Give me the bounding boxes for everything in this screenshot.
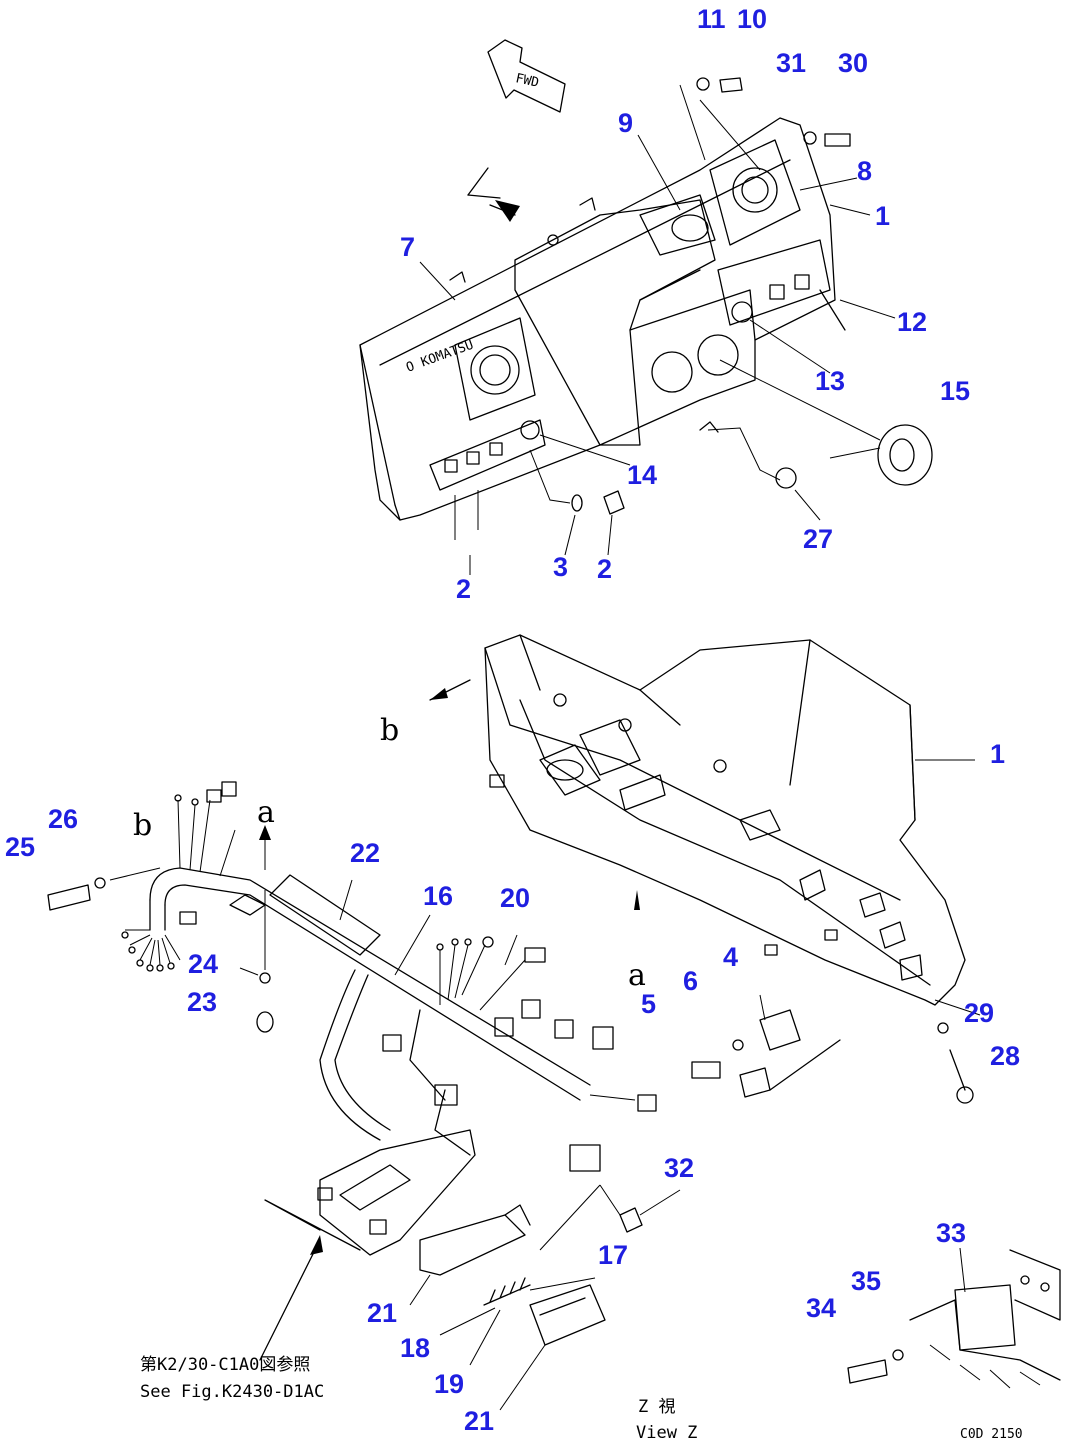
callout-30: 30 xyxy=(838,48,868,78)
dashboard-panel-lower xyxy=(429,634,981,1104)
reference-note-jp: 第K2/30-C1A0図参照 xyxy=(140,1355,310,1375)
callout-14: 14 xyxy=(627,460,657,490)
callout-18: 18 xyxy=(400,1333,430,1363)
dashboard-panel-upper: O KOMATSU xyxy=(359,77,933,540)
svg-text:O KOMATSU: O KOMATSU xyxy=(404,338,475,376)
wiring-harness xyxy=(47,781,657,1361)
callout-12: 12 xyxy=(897,307,927,337)
callout-17: 17 xyxy=(598,1240,628,1270)
view-mark-a-side: a xyxy=(628,958,646,993)
callout-19: 19 xyxy=(434,1369,464,1399)
fwd-arrow: FWD xyxy=(487,39,566,113)
callout-7: 7 xyxy=(400,232,415,262)
callout-2-left: 2 xyxy=(456,574,471,604)
callout-27: 27 xyxy=(803,524,833,554)
callout-9: 9 xyxy=(618,108,633,138)
callout-4: 4 xyxy=(723,942,738,972)
view-caption-jp: Z 視 xyxy=(638,1397,675,1417)
fwd-label: FWD xyxy=(514,71,540,91)
leader-lines-harness xyxy=(239,879,681,1411)
callout-13: 13 xyxy=(815,366,845,396)
callout-11: 11 xyxy=(697,4,726,34)
callout-34: 34 xyxy=(806,1293,836,1323)
callout-23: 23 xyxy=(187,987,217,1017)
callout-26: 26 xyxy=(48,804,78,834)
callout-1-bottom: 1 xyxy=(990,739,1005,769)
view-z-arrow xyxy=(467,167,520,222)
callout-16: 16 xyxy=(423,881,453,911)
callout-15: 15 xyxy=(940,376,970,406)
view-caption-en: View Z xyxy=(636,1423,697,1443)
callout-24: 24 xyxy=(188,949,218,979)
reference-note-en: See Fig.K2430-D1AC xyxy=(140,1382,324,1402)
callout-25: 25 xyxy=(5,832,35,862)
callout-8: 8 xyxy=(857,156,872,186)
view-mark-b-left: b xyxy=(133,808,152,843)
bracket-assembly xyxy=(847,1247,1061,1389)
callout-35: 35 xyxy=(851,1266,881,1296)
callout-1-top: 1 xyxy=(875,201,890,231)
leader-lines-upper xyxy=(419,134,896,575)
callout-28: 28 xyxy=(990,1041,1020,1071)
callout-32: 32 xyxy=(664,1153,694,1183)
callout-22: 22 xyxy=(350,838,380,868)
callout-20: 20 xyxy=(500,883,530,913)
callout-29: 29 xyxy=(964,998,994,1028)
callout-6: 6 xyxy=(683,966,698,996)
callout-5: 5 xyxy=(641,989,656,1019)
view-mark-a-top: a xyxy=(257,795,275,830)
callout-2-right: 2 xyxy=(597,554,612,584)
view-mark-b-top: b xyxy=(380,713,399,748)
callout-33: 33 xyxy=(936,1218,966,1248)
callout-3: 3 xyxy=(553,552,568,582)
drawing-code: C0D 2150 xyxy=(960,1427,1023,1442)
callout-21-lower: 21 xyxy=(464,1406,494,1436)
callout-21-upper: 21 xyxy=(367,1298,397,1328)
callout-31: 31 xyxy=(776,48,806,78)
callout-10: 10 xyxy=(737,4,767,34)
callout-numbers: 11 10 31 30 9 8 1 7 12 13 15 14 27 3 2 2… xyxy=(5,4,1020,1436)
